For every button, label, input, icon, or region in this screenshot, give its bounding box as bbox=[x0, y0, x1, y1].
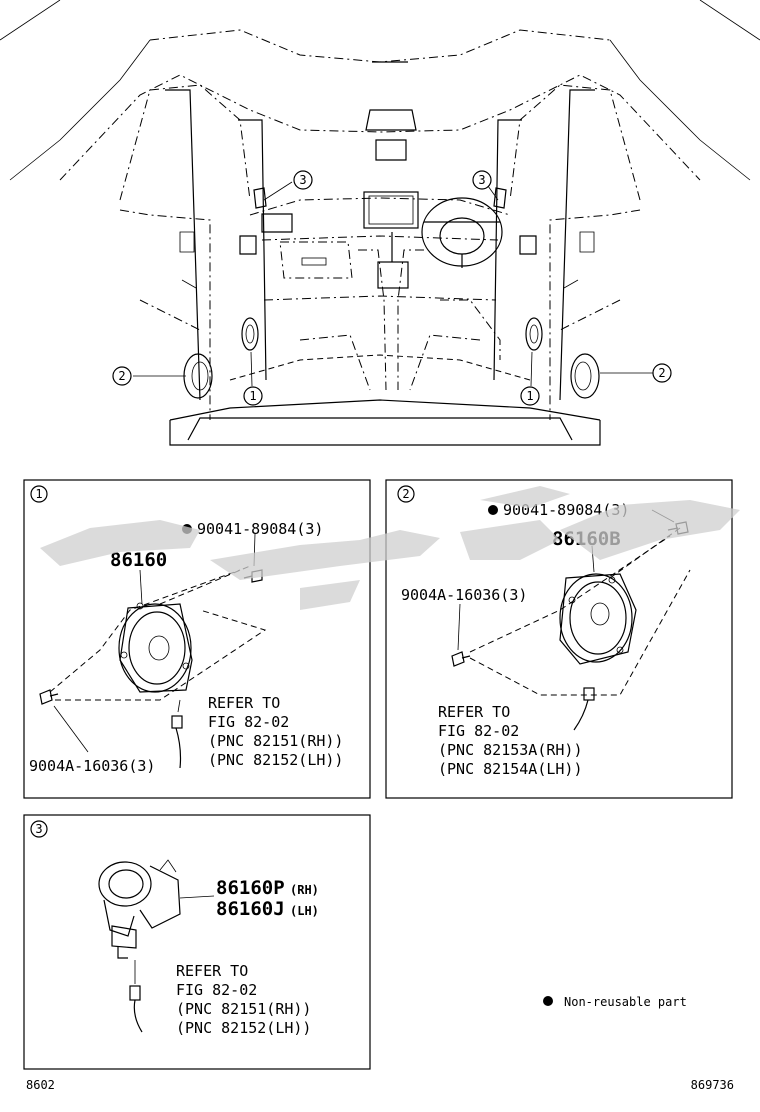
overview-callouts: 2 2 1 1 3 3 bbox=[112, 170, 672, 406]
refer-line-4: (PNC 82154A(LH)) bbox=[438, 760, 583, 778]
callout-right-a-pillar: 1 bbox=[526, 389, 533, 403]
part-86160-label: 86160 bbox=[110, 549, 167, 571]
callout-left-upper: 3 bbox=[299, 173, 306, 187]
panel-3-number: 3 bbox=[35, 822, 42, 836]
refer-line-1: REFER TO bbox=[208, 694, 280, 712]
watermark-logo bbox=[40, 486, 740, 610]
panel-1: 1 86160 90041-89084(3) 9004 bbox=[23, 479, 371, 799]
bolt-9004a-label: 9004A-16036(3) bbox=[401, 586, 527, 604]
callout-left-door: 2 bbox=[118, 369, 125, 383]
refer-line-2: FIG 82-02 bbox=[438, 722, 519, 740]
refer-line-1: REFER TO bbox=[176, 962, 248, 980]
speaker-86160-drawing bbox=[118, 602, 193, 693]
refer-line-2: FIG 82-02 bbox=[208, 713, 289, 731]
refer-line-4: (PNC 82152(LH)) bbox=[176, 1019, 311, 1037]
refer-line-3: (PNC 82153A(RH)) bbox=[438, 741, 583, 759]
part-86160j-label: 86160J bbox=[216, 898, 285, 920]
part-86160p-label: 86160P bbox=[216, 877, 285, 899]
legend-dot bbox=[543, 996, 553, 1006]
bolt-9004a-label: 9004A-16036(3) bbox=[29, 757, 155, 775]
speaker-86160b-drawing bbox=[559, 573, 637, 665]
legend: Non-reusable part bbox=[543, 995, 687, 1009]
refer-line-2: FIG 82-02 bbox=[176, 981, 257, 999]
callout-right-door: 2 bbox=[658, 366, 665, 380]
part-86160p-side: (RH) bbox=[290, 883, 319, 897]
bolt-90041-label: 90041-89084(3) bbox=[197, 520, 323, 538]
panel-3: 3 86160P (RH) 86160J (LH) REFER TO FIG 8… bbox=[23, 814, 371, 1070]
legend-text: Non-reusable part bbox=[564, 995, 687, 1009]
callout-right-upper: 3 bbox=[478, 173, 485, 187]
panel-1-number: 1 bbox=[35, 487, 42, 501]
footer-left-code: 8602 bbox=[26, 1078, 55, 1092]
non-reusable-dot bbox=[488, 505, 498, 515]
vehicle-interior-overview bbox=[0, 0, 760, 446]
refer-line-3: (PNC 82151(RH)) bbox=[176, 1000, 311, 1018]
refer-line-3: (PNC 82151(RH)) bbox=[208, 732, 343, 750]
tweeter-drawing bbox=[98, 859, 181, 959]
callout-left-a-pillar: 1 bbox=[249, 389, 256, 403]
refer-line-1: REFER TO bbox=[438, 703, 510, 721]
panel-2-number: 2 bbox=[402, 487, 409, 501]
footer-right-code: 869736 bbox=[691, 1078, 734, 1092]
part-86160j-side: (LH) bbox=[290, 904, 319, 918]
refer-line-4: (PNC 82152(LH)) bbox=[208, 751, 343, 769]
